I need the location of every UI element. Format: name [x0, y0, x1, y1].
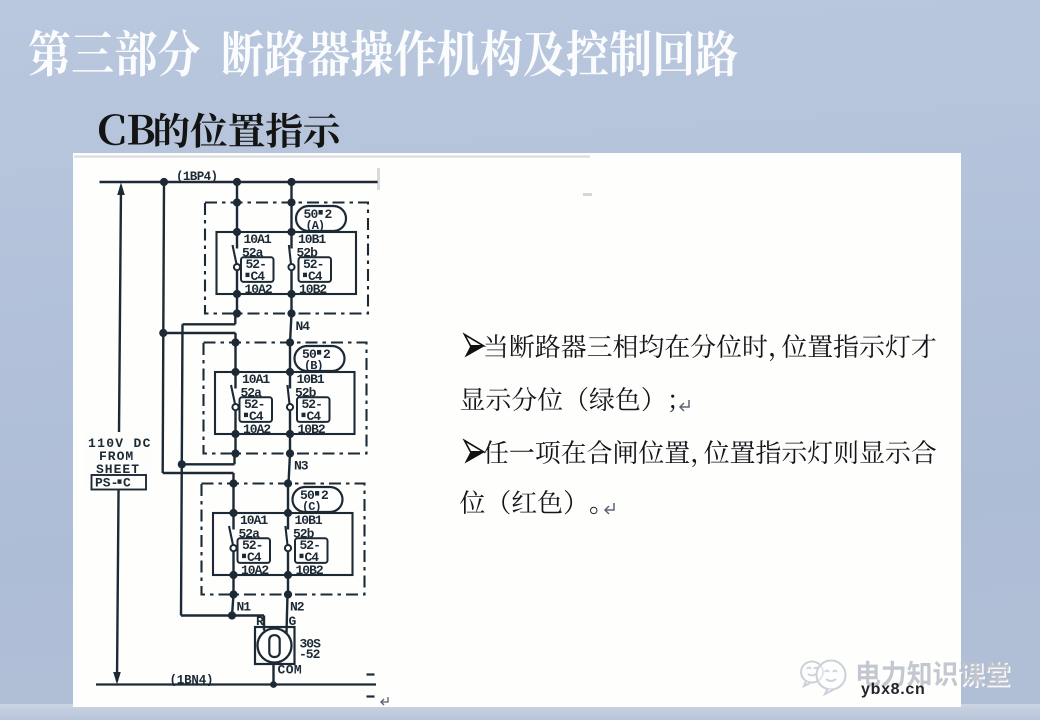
- svg-text:C4: C4: [247, 550, 262, 565]
- svg-text:PS-: PS-: [95, 475, 118, 490]
- svg-text:10A2: 10A2: [241, 563, 269, 578]
- svg-text:2: 2: [323, 347, 331, 362]
- svg-text:N3: N3: [294, 459, 309, 474]
- svg-text:52-: 52-: [300, 538, 320, 553]
- svg-text:C4: C4: [305, 550, 320, 565]
- svg-text:C4: C4: [308, 269, 323, 284]
- svg-text:30S: 30S: [300, 637, 322, 652]
- svg-text:FROM: FROM: [99, 449, 134, 464]
- svg-text:10B2: 10B2: [298, 422, 326, 437]
- svg-text:N4: N4: [296, 319, 311, 334]
- svg-text:2: 2: [325, 207, 333, 222]
- svg-text:C4: C4: [307, 409, 322, 424]
- svg-text:N2: N2: [290, 600, 305, 615]
- svg-text:10B2: 10B2: [299, 282, 327, 297]
- svg-text:C: C: [123, 475, 131, 490]
- svg-text:(A): (A): [306, 219, 325, 233]
- svg-text:52-: 52-: [242, 538, 262, 553]
- svg-text:10A1: 10A1: [240, 513, 268, 528]
- svg-text:N1: N1: [237, 600, 252, 615]
- svg-text:10A2: 10A2: [243, 422, 271, 437]
- svg-text:50: 50: [304, 207, 319, 222]
- svg-text:50: 50: [300, 488, 315, 503]
- svg-text:C4: C4: [251, 269, 266, 284]
- svg-text:10A2: 10A2: [245, 282, 273, 297]
- svg-text:10B1: 10B1: [297, 372, 325, 387]
- svg-text:(1BP4): (1BP4): [176, 170, 217, 184]
- svg-text:52-: 52-: [302, 397, 322, 412]
- svg-text:COM: COM: [278, 663, 303, 678]
- svg-text:52-: 52-: [246, 257, 266, 272]
- svg-text:52-: 52-: [244, 397, 264, 412]
- svg-text:R: R: [256, 614, 264, 629]
- svg-text:110V DC: 110V DC: [88, 436, 152, 451]
- svg-text:10A1: 10A1: [242, 372, 270, 387]
- svg-text:-52: -52: [299, 647, 321, 662]
- svg-text:2: 2: [321, 488, 329, 503]
- svg-text:10A1: 10A1: [244, 232, 272, 247]
- svg-text:C4: C4: [249, 409, 264, 424]
- svg-text:10B1: 10B1: [295, 513, 323, 528]
- svg-text:(1BN4): (1BN4): [170, 674, 214, 688]
- svg-text:(C): (C): [302, 500, 321, 514]
- svg-text:(B): (B): [304, 359, 323, 373]
- svg-text:G: G: [289, 614, 297, 629]
- svg-text:50: 50: [302, 347, 317, 362]
- svg-text:SHEET: SHEET: [96, 462, 140, 477]
- svg-text:10B1: 10B1: [298, 232, 326, 247]
- svg-text:10B2: 10B2: [296, 563, 324, 578]
- svg-text:52-: 52-: [303, 257, 323, 272]
